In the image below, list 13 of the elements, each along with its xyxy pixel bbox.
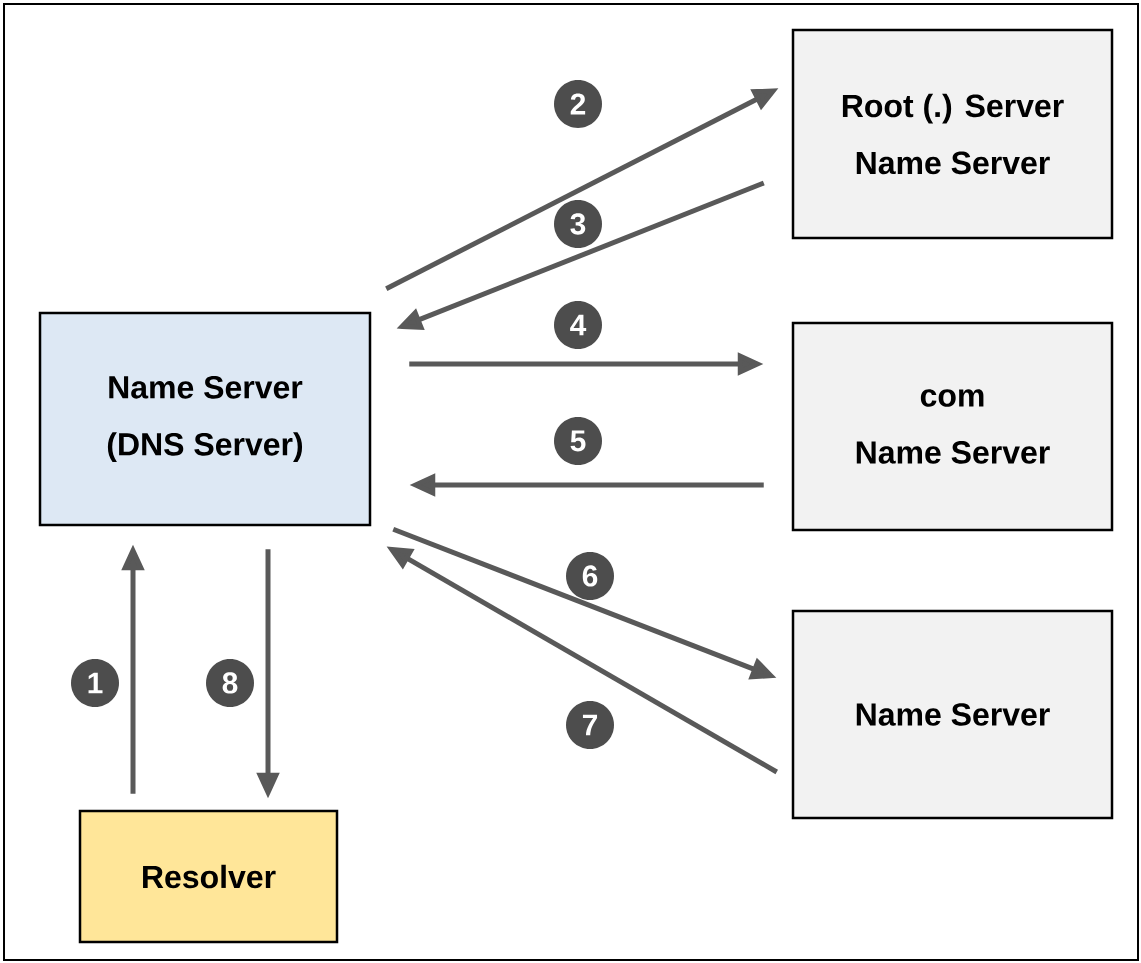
step-badge: 1	[71, 659, 119, 707]
server-box: Name Server	[791, 609, 1114, 820]
server-box: Root (.) Server Name Server	[791, 28, 1114, 240]
server-box: com Name Server	[791, 321, 1114, 532]
step-badge: 4	[554, 301, 602, 349]
resolver-box: Resolver	[78, 809, 339, 944]
step-badge: 7	[566, 701, 614, 749]
step-badge: 6	[566, 552, 614, 600]
step-badge: 2	[554, 80, 602, 128]
step-badge: 5	[554, 417, 602, 465]
name-server-box: Name Server (DNS Server)	[38, 311, 372, 527]
step-badge: 8	[206, 659, 254, 707]
step-badge: 3	[554, 200, 602, 248]
